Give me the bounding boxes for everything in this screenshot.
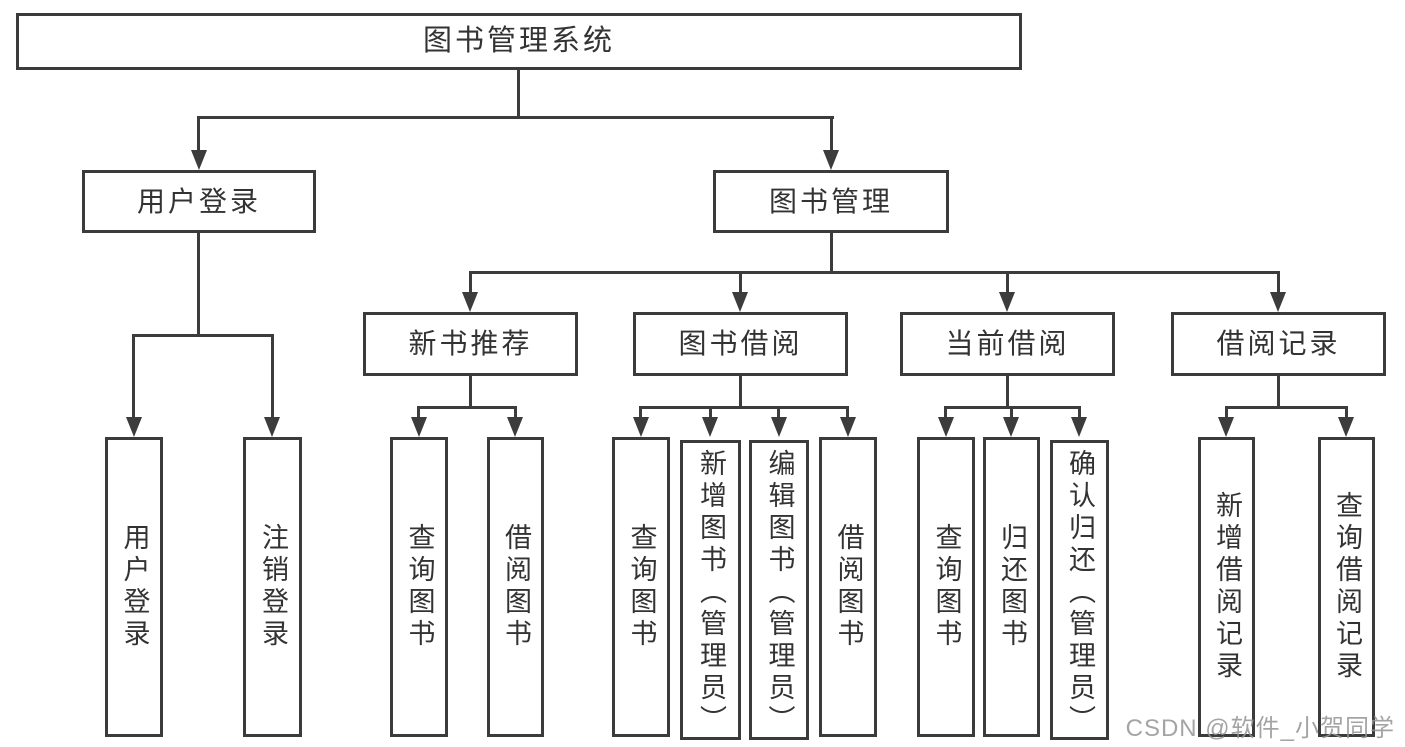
arrow-borrow-borrow <box>840 417 856 437</box>
node-leaf-current-query: 查询图书 <box>917 437 975 737</box>
arrow-borrow-add <box>702 417 718 437</box>
edge-drop-borrow <box>739 271 742 294</box>
node-book-mgmt: 图书管理 <box>713 170 949 233</box>
arrow-records-add <box>1218 417 1234 437</box>
edge-drop-newbook <box>469 271 472 294</box>
edge-drop-newbook-borrow <box>514 406 517 420</box>
edge-drop-current <box>1006 271 1009 294</box>
edge-drop-book-mgmt <box>830 116 833 153</box>
edge-drop-records-query <box>1345 406 1348 420</box>
edge-borrow-branch <box>639 406 849 409</box>
arrow-records-query <box>1338 417 1354 437</box>
edge-current-stem <box>1006 376 1009 409</box>
node-leaf-records-add: 新增借阅记录 <box>1198 437 1255 737</box>
edge-newbook-stem <box>469 376 472 409</box>
node-leaf-current-return: 归还图书 <box>983 437 1040 737</box>
arrow-current-query <box>938 417 954 437</box>
csdn-watermark: CSDN @软件_小贺同学 <box>1125 715 1395 742</box>
edge-records-stem <box>1277 376 1280 409</box>
arrow-borrow <box>732 292 748 312</box>
edge-drop-newbook-query <box>417 406 420 420</box>
edge-bookmgmt-branch <box>469 271 1280 274</box>
node-user-login: 用户登录 <box>82 170 316 233</box>
node-current: 当前借阅 <box>900 312 1115 376</box>
edge-drop-records-add <box>1225 406 1228 420</box>
node-leaf-borrow-add: 新增图书（管理员） <box>680 440 741 740</box>
edge-records-branch <box>1225 406 1348 409</box>
arrow-current <box>999 292 1015 312</box>
arrow-leaf-login <box>126 417 142 437</box>
node-leaf-borrow-query: 查询图书 <box>612 437 670 737</box>
node-leaf-user-login: 用户登录 <box>105 437 163 737</box>
arrow-current-return <box>1003 417 1019 437</box>
node-leaf-newbook-query: 查询图书 <box>390 437 448 737</box>
node-leaf-records-query: 查询借阅记录 <box>1318 437 1375 737</box>
arrow-leaf-logout <box>264 417 280 437</box>
node-leaf-borrow-edit: 编辑图书（管理员） <box>749 440 809 740</box>
edge-drop-user-login <box>197 116 200 153</box>
edge-drop-leaf-login <box>132 334 135 420</box>
node-leaf-newbook-borrow: 借阅图书 <box>487 437 544 737</box>
edge-root-stem <box>517 69 520 119</box>
arrow-newbook <box>462 292 478 312</box>
edge-drop-current-query <box>944 406 947 420</box>
node-root: 图书管理系统 <box>16 13 1022 70</box>
edge-drop-records <box>1277 271 1280 294</box>
arrow-borrow-query <box>633 417 649 437</box>
edge-userlogin-stem <box>197 233 200 337</box>
edge-drop-leaf-logout <box>271 334 274 420</box>
node-leaf-borrow-borrow: 借阅图书 <box>819 437 877 737</box>
edge-drop-borrow-borrow <box>846 406 849 420</box>
edge-userlogin-branch <box>132 334 274 337</box>
arrow-current-confirm <box>1071 417 1087 437</box>
edge-drop-borrow-query <box>639 406 642 420</box>
node-newbook: 新书推荐 <box>363 312 578 376</box>
edge-drop-borrow-add <box>709 406 712 420</box>
edge-borrow-stem <box>739 376 742 409</box>
arrow-newbook-query <box>411 417 427 437</box>
edge-drop-current-confirm <box>1078 406 1081 420</box>
edge-newbook-branch <box>417 406 517 409</box>
edge-drop-borrow-edit <box>777 406 780 420</box>
arrow-borrow-edit <box>771 417 787 437</box>
arrow-book-mgmt <box>823 150 839 170</box>
node-leaf-logout: 注销登录 <box>243 437 302 737</box>
edge-root-branch <box>197 116 834 119</box>
node-leaf-current-confirm: 确认归还（管理员） <box>1050 440 1109 740</box>
node-borrow: 图书借阅 <box>633 312 848 376</box>
edge-drop-current-return <box>1010 406 1013 420</box>
arrow-newbook-borrow <box>507 417 523 437</box>
node-records: 借阅记录 <box>1171 312 1386 376</box>
arrow-user-login <box>191 150 207 170</box>
arrow-records <box>1270 292 1286 312</box>
edge-bookmgmt-stem <box>830 233 833 274</box>
